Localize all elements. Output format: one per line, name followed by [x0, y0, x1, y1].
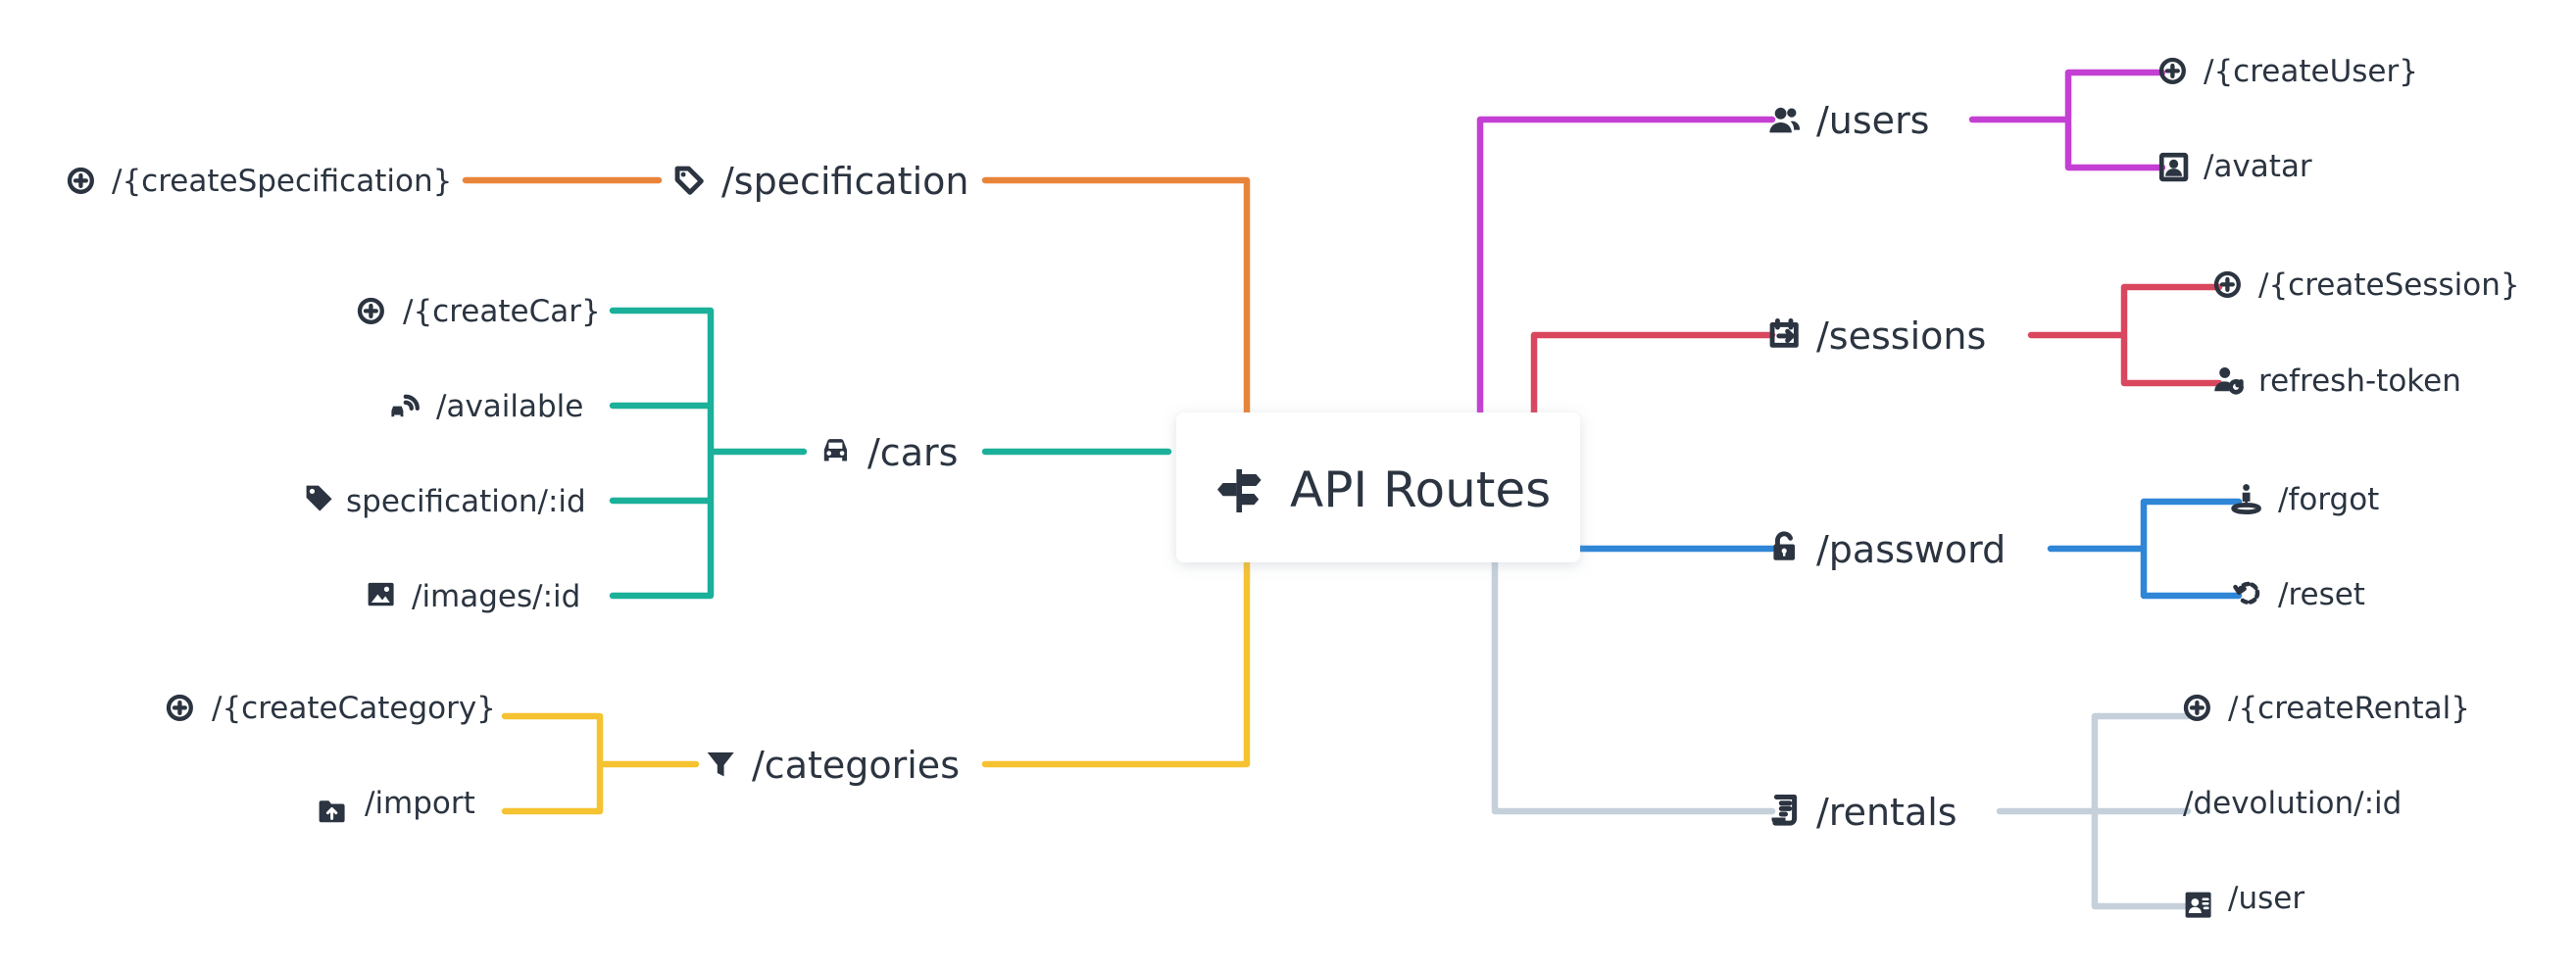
- root-node[interactable]: API Routes: [1176, 412, 1580, 562]
- leaf-label: /forgot: [2278, 482, 2379, 517]
- calendar-export-icon: [1772, 320, 1796, 345]
- leaf-node-import[interactable]: /import: [318, 786, 475, 824]
- connector-sessions-leaves: [2027, 283, 2223, 387]
- branch-node-sessions[interactable]: /sessions: [1772, 315, 1986, 358]
- leaf-label: /{createCategory}: [212, 691, 496, 726]
- leaf-node-refresh-token[interactable]: refresh-token: [2214, 363, 2461, 399]
- connector-root-sessions: [1530, 331, 1776, 416]
- branch-node-rentals[interactable]: /rentals: [1772, 791, 1957, 834]
- car-signal-icon: [391, 397, 417, 416]
- leaf-label: /reset: [2278, 577, 2365, 612]
- branch-label: /password: [1816, 528, 2006, 571]
- connector-root-specification: [981, 176, 1251, 416]
- leaf-node-create-car[interactable]: /{createCar}: [360, 294, 601, 329]
- leaf-label: /devolution/:id: [2183, 786, 2402, 821]
- plus-circle-icon: [360, 300, 382, 322]
- plus-circle-icon: [70, 169, 92, 192]
- leaf-label: /user: [2228, 881, 2304, 916]
- connector-password-leaves: [2047, 498, 2243, 600]
- connector-root-rentals: [1491, 558, 1776, 815]
- leaf-label: /available: [436, 389, 583, 424]
- branch-node-password[interactable]: /password: [1773, 528, 2006, 571]
- leaf-node-create-category[interactable]: /{createCategory}: [169, 691, 496, 726]
- user-refresh-icon: [2214, 367, 2241, 392]
- branch-label: /sessions: [1816, 315, 1986, 358]
- leaf-node-devolution-id[interactable]: /devolution/:id: [2183, 786, 2402, 821]
- reset-icon: [2236, 584, 2257, 603]
- branch-label: /rentals: [1816, 791, 1957, 834]
- leaf-node-user[interactable]: /user: [2184, 881, 2305, 919]
- leaf-label: /{createRental}: [2228, 691, 2470, 726]
- leaf-node-create-user[interactable]: /{createUser}: [2161, 54, 2418, 89]
- filter-icon: [707, 752, 734, 777]
- tag-icon: [306, 485, 332, 511]
- leaf-label: /{createCar}: [403, 294, 601, 329]
- lock-open-icon: [1773, 534, 1795, 560]
- image-icon: [368, 582, 394, 606]
- leaf-node-create-specification[interactable]: /{createSpecification}: [70, 164, 452, 199]
- leaf-label: refresh-token: [2258, 363, 2461, 399]
- root-label: API Routes: [1290, 461, 1551, 518]
- root-node-box: [1176, 412, 1580, 562]
- leaf-node-images-id[interactable]: /images/:id: [368, 579, 581, 614]
- branch-node-users[interactable]: /users: [1769, 99, 1929, 142]
- branch-label: /users: [1816, 99, 1929, 142]
- contact-card-icon: [2184, 891, 2212, 919]
- connector-users-leaves: [1968, 69, 2166, 171]
- leaf-node-avatar[interactable]: /avatar: [2161, 149, 2312, 184]
- folder-upload-icon: [318, 799, 347, 824]
- leaf-label: /import: [365, 786, 475, 821]
- connector-root-categories: [981, 558, 1251, 768]
- branch-label: /cars: [867, 431, 958, 474]
- leaf-node-create-session[interactable]: /{createSession}: [2216, 267, 2520, 303]
- tag-outline-icon: [677, 169, 701, 192]
- leaf-label: /avatar: [2204, 149, 2312, 184]
- branch-label: /categories: [752, 744, 960, 787]
- leaf-node-available[interactable]: /available: [391, 389, 583, 424]
- plus-circle-icon: [2186, 697, 2208, 719]
- car-icon: [823, 439, 847, 461]
- connector-cars-leaves: [609, 307, 808, 600]
- leaf-node-create-rental[interactable]: /{createRental}: [2186, 691, 2470, 726]
- leaf-node-forgot[interactable]: /forgot: [2234, 482, 2380, 517]
- connector-root-users: [1476, 116, 1776, 416]
- leaf-label: specification/:id: [346, 484, 586, 519]
- leaf-label: /{createUser}: [2204, 54, 2418, 89]
- plus-circle-icon: [169, 697, 191, 719]
- branch-label: /specification: [721, 160, 968, 203]
- branch-node-cars[interactable]: /cars: [823, 431, 959, 474]
- connector-rentals-leaves: [1996, 712, 2192, 910]
- leaf-label: /{createSession}: [2258, 267, 2520, 303]
- connectors: [462, 69, 2243, 910]
- person-pin-icon: [2234, 484, 2259, 511]
- leaf-node-specification-id[interactable]: specification/:id: [306, 484, 586, 519]
- leaf-label: /images/:id: [412, 579, 580, 614]
- branch-node-categories[interactable]: /categories: [707, 744, 960, 787]
- connector-categories-leaves: [501, 712, 700, 815]
- leaf-label: /{createSpecification}: [112, 164, 452, 199]
- branch-node-specification[interactable]: /specification: [677, 160, 968, 203]
- leaf-node-reset[interactable]: /reset: [2236, 577, 2365, 612]
